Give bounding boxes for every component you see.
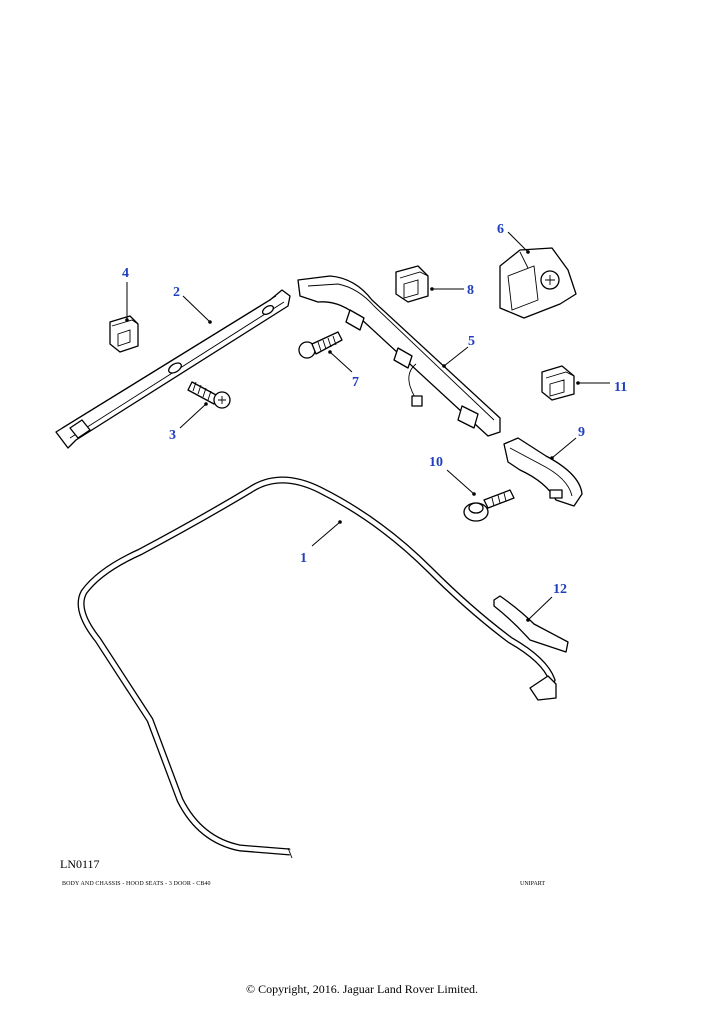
callout-3: 3	[169, 428, 176, 443]
part-12-seal-strip	[493, 595, 569, 653]
part-10-bolt	[463, 489, 515, 522]
part-3-screw	[187, 381, 231, 409]
callout-7: 7	[352, 375, 359, 390]
callout-1: 1	[300, 551, 307, 566]
copyright-notice: © Copyright, 2016. Jaguar Land Rover Lim…	[245, 982, 479, 996]
callout-labels: 1 2 3 4 5 6 7 8 9 10 11 12	[122, 222, 627, 597]
callout-9: 9	[578, 425, 585, 440]
part-8-clip	[395, 265, 429, 303]
callout-12: 12	[553, 582, 567, 597]
callout-2: 2	[173, 285, 180, 300]
part-4-clip	[109, 315, 139, 353]
part-9-trim-end	[503, 437, 583, 507]
part-6-bracket	[499, 247, 577, 319]
part-11-clip	[541, 365, 575, 401]
part-7-screw	[298, 331, 343, 359]
callout-11: 11	[614, 380, 627, 395]
callout-10: 10	[429, 455, 443, 470]
leader-lines	[125, 231, 610, 622]
callout-6: 6	[497, 222, 504, 237]
drawing-reference: LN0117	[60, 857, 100, 871]
callout-8: 8	[467, 283, 474, 298]
part-2-rail	[55, 289, 291, 449]
callout-5: 5	[468, 334, 475, 349]
part-1-hood-seal	[77, 476, 557, 859]
callout-4: 4	[122, 266, 129, 281]
diagram-caption: BODY AND CHASSIS - HOOD SEATS - 3 DOOR -…	[62, 881, 211, 887]
part-5-trim-strip	[297, 275, 501, 437]
supplier-label: UNIPART	[520, 881, 546, 887]
